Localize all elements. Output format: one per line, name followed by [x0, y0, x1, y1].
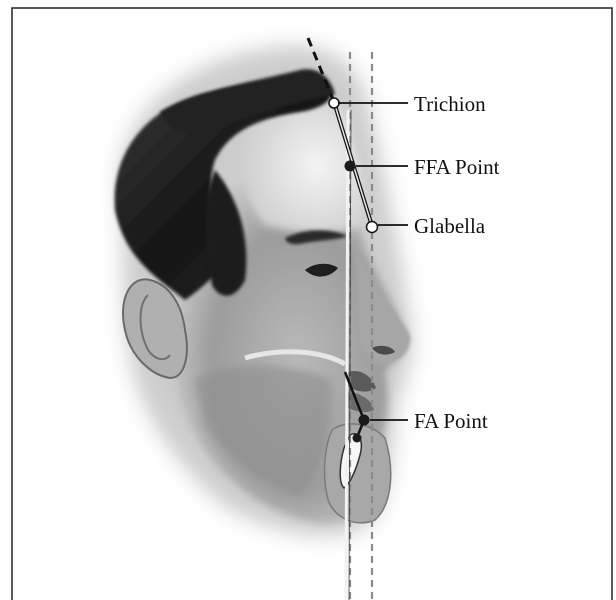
ffa-point-marker [345, 161, 356, 172]
pogonion-point [353, 434, 362, 443]
vertical-solid-line [346, 110, 348, 600]
fa-point-label: FA Point [414, 409, 488, 433]
trichion-label: Trichion [414, 92, 486, 116]
fa-point-marker [359, 415, 370, 426]
glabella-label: Glabella [414, 214, 486, 238]
ffa-point-label: FFA Point [414, 155, 500, 179]
trichion-point [329, 98, 339, 108]
glabella-point [367, 222, 378, 233]
